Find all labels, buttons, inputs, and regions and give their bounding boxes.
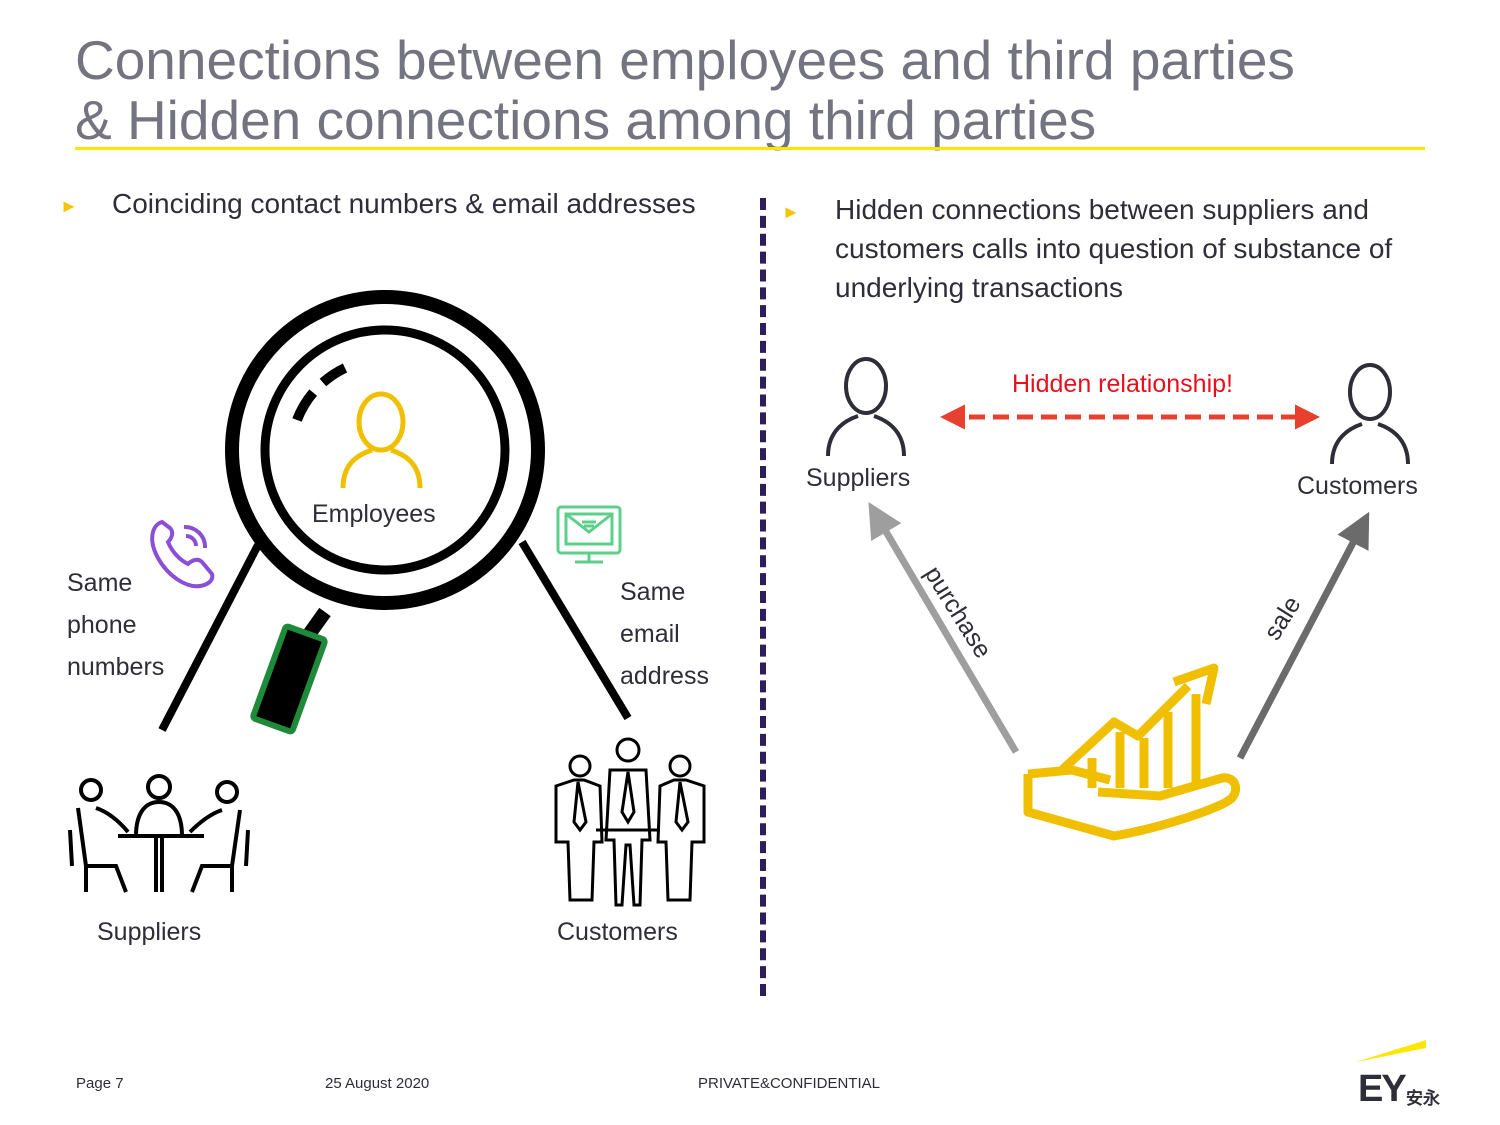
ey-logo-beam — [1356, 1040, 1426, 1062]
bullet-arrow-icon: ► — [782, 202, 800, 222]
hidden-relationship-label: Hidden relationship! — [1012, 370, 1233, 398]
supplier-connector-line — [158, 543, 262, 732]
confidential-label: PRIVATE&CONFIDENTIAL — [698, 1075, 880, 1092]
ey-logo-cn: 安永 — [1406, 1089, 1440, 1108]
ey-logo: EY 安永 — [1356, 1040, 1446, 1110]
right-bullet-text: Hidden connections between suppliers and… — [835, 194, 1393, 303]
email-label-line: email — [620, 620, 680, 648]
page-number: Page 7 — [76, 1075, 124, 1092]
email-label-line: address — [620, 662, 709, 690]
employees-label: Employees — [312, 500, 436, 528]
ey-logo-text: EY — [1358, 1068, 1407, 1110]
supplier-person-icon — [826, 357, 906, 457]
phone-icon — [150, 519, 215, 589]
email-monitor-icon — [556, 505, 622, 564]
hand-growth-chart-icon — [1023, 663, 1241, 841]
left-suppliers-label: Suppliers — [97, 918, 202, 946]
customer-person-icon — [1330, 363, 1410, 465]
section-divider — [760, 198, 766, 996]
email-label-line: Same — [620, 578, 686, 606]
left-customers-label: Customers — [557, 918, 678, 946]
employee-person-icon — [340, 391, 423, 489]
same-phone-label: Same phone numbers — [67, 562, 164, 688]
phone-label-line: Same — [67, 569, 133, 597]
right-suppliers-label: Suppliers — [806, 464, 911, 492]
title-underline — [75, 147, 1425, 150]
customer-connector-line — [518, 539, 632, 721]
left-bullet-text: Coinciding contact numbers & email addre… — [112, 188, 696, 219]
title-line-1: Connections between employees and third … — [75, 29, 1295, 91]
bullet-arrow-icon: ► — [60, 196, 78, 216]
sale-arrow — [1236, 511, 1370, 760]
suppliers-meeting-icon — [68, 774, 250, 893]
purchase-arrow — [868, 501, 1020, 754]
same-email-label: Same email address — [620, 571, 709, 697]
page-title: Connections between employees and third … — [75, 30, 1435, 150]
magnifying-glass-icon — [225, 290, 545, 735]
phone-label-line: numbers — [67, 653, 165, 681]
title-line-2: & Hidden connections among third parties — [75, 89, 1097, 151]
customers-group-icon — [554, 737, 706, 907]
right-customers-label: Customers — [1297, 472, 1418, 500]
footer-date: 25 August 2020 — [325, 1075, 430, 1092]
phone-label-line: phone — [67, 611, 137, 639]
